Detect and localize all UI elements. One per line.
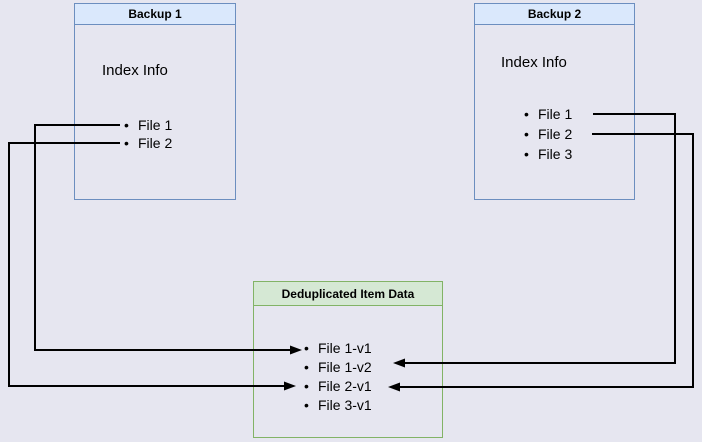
- dedup-item-list: • File 1-v1 • File 1-v2 • File 2-v1 • Fi…: [302, 338, 372, 414]
- bullet-icon: •: [524, 106, 529, 122]
- file-label: File 1-v2: [318, 358, 372, 375]
- file-label: File 3: [538, 146, 573, 162]
- list-item: • File 2: [122, 134, 172, 152]
- list-item: • File 3-v1: [302, 395, 372, 414]
- file-label: File 3-v1: [318, 396, 372, 413]
- list-item: • File 1: [522, 104, 572, 124]
- bullet-icon: •: [524, 126, 529, 142]
- file-label: File 2-v1: [318, 377, 372, 394]
- file-label: File 1: [538, 106, 573, 122]
- backup1-title: Backup 1: [75, 4, 235, 25]
- backup2-index-info-label: Index Info: [501, 54, 567, 71]
- bullet-icon: •: [304, 339, 309, 356]
- list-item: • File 1-v2: [302, 357, 372, 376]
- bullet-icon: •: [524, 146, 529, 162]
- list-item: • File 1: [122, 116, 172, 134]
- bullet-icon: •: [124, 117, 129, 133]
- backup1-index-info-label: Index Info: [102, 62, 168, 79]
- backup2-box: Backup 2 Index Info • File 1 • File 2 • …: [474, 3, 635, 200]
- list-item: • File 2: [522, 124, 572, 144]
- backup1-box: Backup 1 Index Info • File 1 • File 2: [74, 3, 236, 200]
- dedup-title: Deduplicated Item Data: [254, 282, 442, 306]
- bullet-icon: •: [304, 396, 309, 413]
- backup2-file-list: • File 1 • File 2 • File 3: [522, 104, 572, 164]
- bullet-icon: •: [124, 135, 129, 151]
- deduplicated-item-data-box: Deduplicated Item Data • File 1-v1 • Fil…: [253, 281, 443, 438]
- list-item: • File 3: [522, 144, 572, 164]
- bullet-icon: •: [304, 377, 309, 394]
- backup1-file-list: • File 1 • File 2: [122, 116, 172, 152]
- file-label: File 2: [538, 126, 573, 142]
- file-label: File 2: [138, 135, 173, 151]
- backup2-title: Backup 2: [475, 4, 634, 25]
- list-item: • File 1-v1: [302, 338, 372, 357]
- file-label: File 1-v1: [318, 339, 372, 356]
- file-label: File 1: [138, 117, 173, 133]
- bullet-icon: •: [304, 358, 309, 375]
- list-item: • File 2-v1: [302, 376, 372, 395]
